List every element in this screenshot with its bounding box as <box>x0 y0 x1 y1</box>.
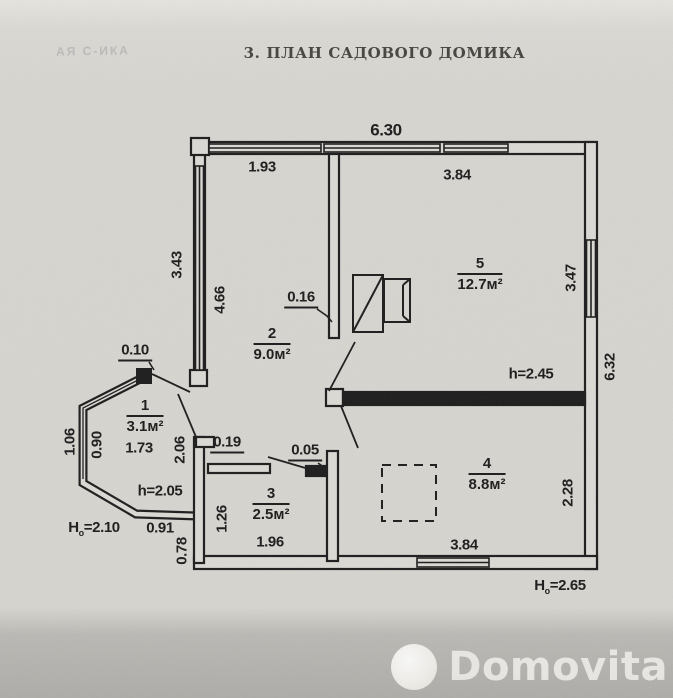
room-5-divider <box>457 272 503 275</box>
dim-top-total: 6.30 <box>370 120 402 140</box>
dim-bay-outer: 1.06 <box>61 428 79 456</box>
height-bay-outer-base: H <box>68 519 79 536</box>
room-3-label: 3 2.5м² <box>252 485 290 523</box>
dim-right-inner: 3.47 <box>562 264 580 292</box>
dim-bay-right: 2.06 <box>171 436 189 464</box>
bay-corner-post <box>136 368 152 384</box>
height-south-base: H <box>534 577 545 594</box>
dim-top-left: 1.93 <box>248 158 276 176</box>
bay-door-swing-2 <box>177 393 197 438</box>
wall-room2-room5 <box>327 152 341 340</box>
room-1-area: 3.1м² <box>126 417 164 435</box>
hall-door-swing-lower <box>340 405 359 449</box>
dim-room4-right: 2.28 <box>559 479 577 507</box>
room-4-number: 4 <box>482 455 492 472</box>
dim-bay-door: 0.10 <box>118 343 152 362</box>
stove-icon <box>352 274 411 333</box>
dim-right-outer: 6.32 <box>601 353 619 381</box>
northwest-corner-post <box>189 136 211 157</box>
south-window <box>416 557 490 568</box>
west-window <box>194 165 205 371</box>
height-bay-outer: Hо=2.10 <box>68 520 120 538</box>
west-wall-end-post <box>188 368 209 388</box>
dim-room3-left: 1.26 <box>213 505 231 533</box>
west-wall-lower <box>192 435 206 565</box>
room-5-number: 5 <box>475 255 485 272</box>
room-2-label: 2 9.0м² <box>253 325 291 363</box>
east-wall <box>583 140 599 571</box>
north-window-3 <box>443 143 509 153</box>
dim-bay-bottom: 0.91 <box>146 519 174 537</box>
room-4-label: 4 8.8м² <box>468 455 506 493</box>
height-south-value: =2.65 <box>549 577 586 594</box>
watermark-logo: Domovita <box>391 644 668 690</box>
wall-room3-room4 <box>325 449 340 563</box>
dim-room3-door: 0.05 <box>288 443 322 462</box>
room-1-label: 1 3.1м² <box>126 397 164 435</box>
dim-bay-width: 1.73 <box>125 439 153 457</box>
north-window-2 <box>323 143 441 153</box>
room-5-area: 12.7м² <box>457 275 503 293</box>
room-5-label: 5 12.7м² <box>457 255 503 293</box>
room-3-area: 2.5м² <box>252 505 290 523</box>
room-2-number: 2 <box>267 325 277 342</box>
dim-left-outer: 3.43 <box>168 251 186 279</box>
room-2-divider <box>253 342 291 345</box>
height-south: Hо=2.65 <box>534 578 586 596</box>
stove-footprint-dashed <box>381 464 437 522</box>
dim-bay-inner: 0.90 <box>88 431 106 459</box>
room-1-number: 1 <box>140 397 150 414</box>
height-bay: h=2.05 <box>137 482 183 500</box>
height-bay-outer-value: =2.10 <box>83 519 120 536</box>
room-1-divider <box>126 414 164 417</box>
hall-wall-end-cap <box>324 387 345 408</box>
north-window-1 <box>208 143 322 153</box>
room-4-area: 8.8м² <box>468 475 506 493</box>
dim-wall-016: 0.16 <box>284 290 318 309</box>
room-2-area: 9.0м² <box>253 345 291 363</box>
room-4-divider <box>468 472 506 475</box>
dim-top-right: 3.84 <box>443 166 471 184</box>
dim-left-inner: 4.66 <box>211 286 229 314</box>
bay-door-swing <box>151 373 191 393</box>
dim-below-bay: 0.78 <box>173 537 191 565</box>
wall-room5-room4 <box>341 390 587 407</box>
room3-counter-partition <box>206 462 272 475</box>
exterior-walls <box>188 136 599 571</box>
height-room5: h=2.45 <box>508 365 554 383</box>
south-wall <box>192 554 599 571</box>
dim-room4-width: 3.84 <box>450 536 478 554</box>
hall-door-swing-upper <box>328 341 356 392</box>
domovita-logo-icon <box>391 644 438 690</box>
room-3-number: 3 <box>266 485 276 502</box>
dim-room3-width: 1.96 <box>256 533 284 551</box>
dim-room3-wall: 0.19 <box>210 435 244 454</box>
east-window <box>585 239 597 318</box>
watermark-brand: Domovita <box>448 644 668 690</box>
room-3-divider <box>252 502 290 505</box>
